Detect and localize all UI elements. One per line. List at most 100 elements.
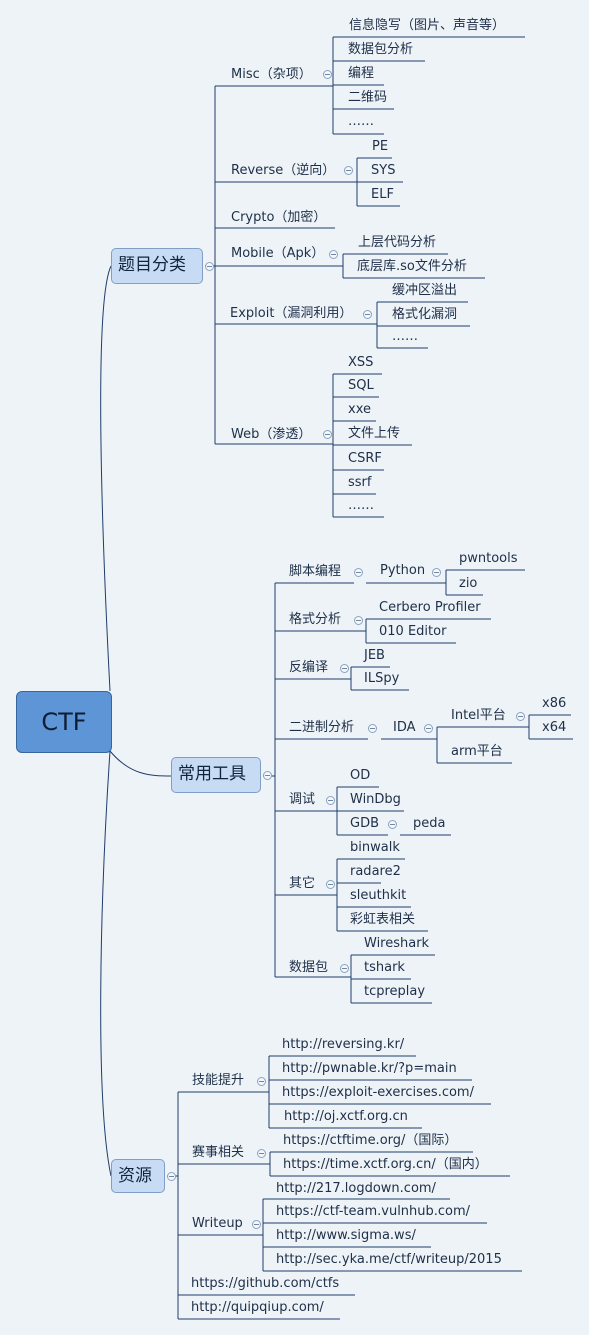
leaf-mobile-upper-code: 上层代码分析 (358, 235, 437, 250)
collapse-icon[interactable] (340, 664, 349, 673)
leaf-web-ssrf: ssrf (348, 475, 372, 490)
collapse-icon[interactable] (252, 1220, 261, 1229)
collapse-icon[interactable] (516, 712, 525, 721)
collapse-icon[interactable] (257, 1077, 266, 1086)
leaf-web-csrf: CSRF (348, 451, 382, 466)
topic-gdb[interactable]: GDB (350, 816, 380, 831)
collapse-icon[interactable] (354, 568, 363, 577)
topic-reverse[interactable]: Reverse（逆向） (231, 163, 336, 178)
link-quipqiup[interactable]: http://quipqiup.com/ (191, 1300, 324, 1315)
leaf-ilspy: ILSpy (364, 671, 400, 686)
collapse-icon[interactable] (263, 771, 272, 780)
topic-format-analysis[interactable]: 格式分析 (289, 612, 342, 627)
topic-intel-platform[interactable]: Intel平台 (451, 708, 506, 723)
leaf-od: OD (350, 768, 371, 783)
leaf-tcpreplay: tcpreplay (364, 984, 426, 999)
connector-line (100, 750, 112, 1177)
collapse-icon[interactable] (363, 310, 372, 319)
link-time-xctf[interactable]: https://time.xctf.org.cn/（国内） (283, 1157, 488, 1172)
topic-debugging[interactable]: 调试 (289, 792, 316, 807)
leaf-exploit-format-string: 格式化漏洞 (392, 307, 458, 322)
collapse-icon[interactable] (354, 616, 363, 625)
leaf-exploit-more: …… (392, 329, 418, 344)
collapse-icon[interactable] (344, 166, 353, 175)
leaf-mobile-native-lib: 底层库.so文件分析 (357, 259, 467, 274)
collapse-icon[interactable] (326, 880, 335, 889)
topic-mobile[interactable]: Mobile（Apk） (231, 246, 325, 261)
link-sigma-ws[interactable]: http://www.sigma.ws/ (276, 1228, 416, 1243)
collapse-icon[interactable] (340, 964, 349, 973)
collapse-icon[interactable] (205, 262, 214, 271)
topic-decompile[interactable]: 反编译 (289, 660, 329, 675)
link-217-logdown[interactable]: http://217.logdown.com/ (276, 1181, 436, 1196)
leaf-reverse-pe: PE (372, 139, 389, 154)
leaf-windbg: WinDbg (350, 792, 401, 807)
collapse-icon[interactable] (323, 70, 332, 79)
topic-scripting[interactable]: 脚本编程 (289, 564, 342, 579)
leaf-wireshark: Wireshark (364, 936, 430, 951)
link-exploit-exercises[interactable]: https://exploit-exercises.com/ (282, 1085, 474, 1100)
leaf-zio: zio (459, 576, 478, 591)
link-pwnable-kr[interactable]: http://pwnable.kr/?p=main (282, 1061, 457, 1076)
leaf-peda: peda (413, 816, 446, 831)
topic-writeup[interactable]: Writeup (192, 1216, 243, 1231)
link-github-ctfs[interactable]: https://github.com/ctfs (191, 1276, 340, 1291)
collapse-icon[interactable] (424, 724, 433, 733)
leaf-tshark: tshark (364, 960, 405, 975)
leaf-010-editor: 010 Editor (379, 624, 447, 639)
category-node-common-tools[interactable]: 常用工具 (171, 757, 261, 793)
link-reversing-kr[interactable]: http://reversing.kr/ (282, 1037, 405, 1052)
leaf-x86: x86 (542, 696, 567, 711)
topic-binary-analysis[interactable]: 二进制分析 (289, 720, 355, 735)
collapse-icon[interactable] (257, 1149, 266, 1158)
root-node-ctf[interactable]: CTF (16, 691, 112, 753)
leaf-x64: x64 (542, 720, 567, 735)
link-ctftime[interactable]: https://ctftime.org/（国际） (283, 1133, 458, 1148)
leaf-misc-qrcode: 二维码 (348, 90, 388, 105)
topic-python[interactable]: Python (380, 563, 426, 578)
link-oj-xctf[interactable]: http://oj.xctf.org.cn (284, 1109, 408, 1124)
leaf-pwntools: pwntools (459, 551, 518, 566)
topic-misc[interactable]: Misc（杂项） (231, 67, 312, 82)
topic-web[interactable]: Web（渗透） (231, 427, 312, 442)
leaf-misc-more: …… (348, 114, 374, 129)
leaf-web-more: …… (348, 498, 374, 513)
topic-exploit[interactable]: Exploit（漏洞利用） (230, 306, 353, 321)
topic-packets[interactable]: 数据包 (289, 960, 329, 975)
connector-line (109, 750, 172, 777)
leaf-misc-steganography: 信息隐写（图片、声音等） (349, 18, 506, 33)
leaf-misc-packet-analysis: 数据包分析 (348, 42, 414, 57)
topic-competitions[interactable]: 赛事相关 (192, 1145, 245, 1160)
link-ctf-team-vulnhub[interactable]: https://ctf-team.vulnhub.com/ (276, 1204, 471, 1219)
leaf-reverse-sys: SYS (371, 163, 396, 178)
leaf-web-file-upload: 文件上传 (348, 426, 401, 441)
leaf-jeb: JEB (364, 648, 385, 663)
leaf-reverse-elf: ELF (371, 187, 394, 202)
collapse-icon[interactable] (388, 820, 397, 829)
leaf-binwalk: binwalk (350, 840, 400, 855)
topic-crypto[interactable]: Crypto（加密） (231, 210, 327, 225)
topic-skill-improvement[interactable]: 技能提升 (192, 1073, 245, 1088)
category-node-resources[interactable]: 资源 (111, 1159, 165, 1193)
collapse-icon[interactable] (323, 430, 332, 439)
topic-ida[interactable]: IDA (393, 720, 416, 735)
collapse-icon[interactable] (329, 250, 338, 259)
collapse-icon[interactable] (368, 724, 377, 733)
collapse-icon[interactable] (432, 568, 441, 577)
category-node-challenge-types[interactable]: 题目分类 (111, 248, 203, 284)
leaf-exploit-buffer-overflow: 缓冲区溢出 (392, 283, 458, 298)
leaf-sleuthkit: sleuthkit (350, 888, 407, 903)
collapse-icon[interactable] (326, 796, 335, 805)
leaf-rainbow-table: 彩虹表相关 (350, 912, 416, 927)
connector-line (100, 265, 112, 692)
leaf-arm-platform: arm平台 (451, 744, 503, 759)
leaf-misc-programming: 编程 (348, 66, 375, 81)
link-sec-yka-me[interactable]: http://sec.yka.me/ctf/writeup/2015 (276, 1252, 502, 1267)
topic-others[interactable]: 其它 (289, 876, 316, 891)
leaf-cerbero-profiler: Cerbero Profiler (379, 600, 481, 615)
collapse-icon[interactable] (167, 1172, 176, 1181)
leaf-web-xss: XSS (348, 355, 374, 370)
